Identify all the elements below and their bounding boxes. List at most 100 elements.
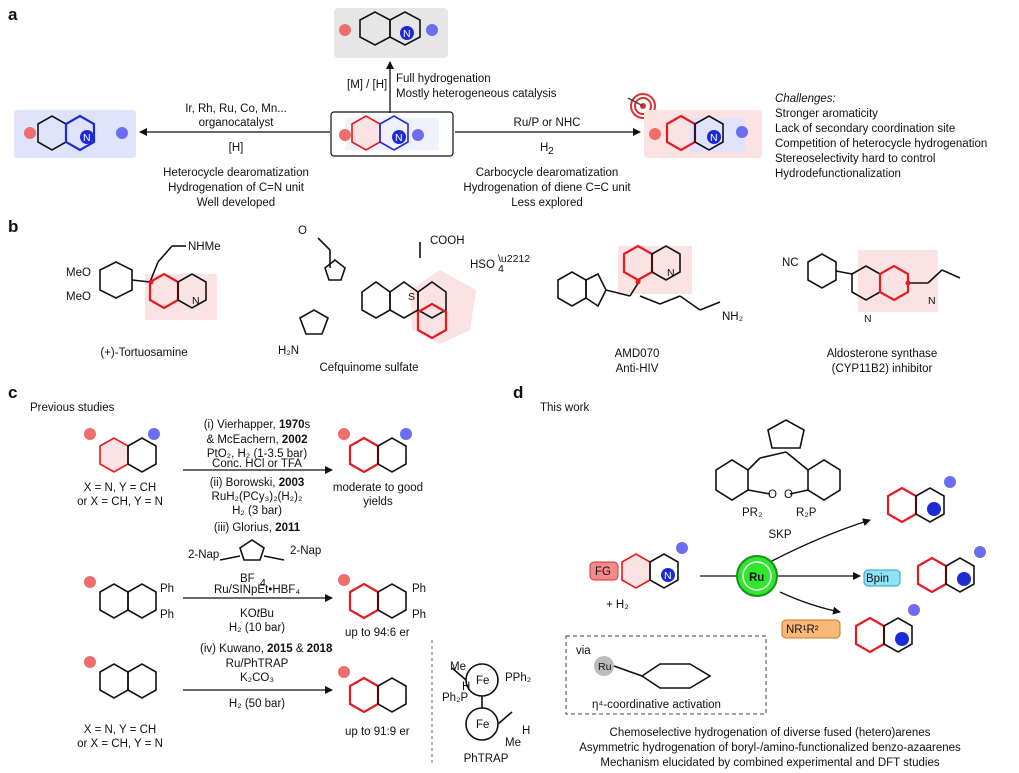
top-condition: [M] / [H] bbox=[347, 79, 387, 91]
eta4-complex bbox=[594, 656, 712, 689]
right-desc-2: Hydrogenation of diene C=C unit bbox=[463, 182, 631, 194]
right-desc-1: Carbocycle dearomatization bbox=[476, 167, 619, 179]
nh2-label: NH₂ bbox=[722, 311, 743, 323]
challenge-2: Lack of secondary coordination site bbox=[775, 123, 955, 135]
product-d2-bpin bbox=[863, 546, 986, 594]
panel-label-b: b bbox=[8, 217, 18, 236]
er-row2: up to 94:6 er bbox=[345, 627, 410, 639]
phtrap-name: PhTRAP bbox=[464, 753, 509, 765]
svg-text:\u2212: \u2212 bbox=[498, 253, 530, 265]
eta4-activation: η⁴-coordinative activation bbox=[592, 699, 721, 711]
cond1-author3: (ii) Borowski, bbox=[210, 477, 279, 489]
bpin-label: Bpin bbox=[866, 573, 889, 585]
svg-text:(iii) Glorius, 2011: (iii) Glorius, 2011 bbox=[214, 522, 301, 534]
product-row1 bbox=[338, 428, 412, 474]
ph-sub-2: Ph bbox=[160, 609, 174, 621]
cond1-author2: & McEachern, bbox=[206, 434, 281, 446]
previous-studies-label: Previous studies bbox=[30, 402, 115, 414]
product-d3-amine bbox=[781, 604, 920, 654]
cond3-catalyst: Ru/PhTRAP bbox=[226, 658, 289, 670]
cond1-reagent: PtO₂, H₂ (1-3.5 bar) bbox=[207, 448, 307, 460]
substrate-row3 bbox=[84, 656, 157, 699]
n-atom-amd: N bbox=[667, 267, 675, 279]
nr-label: NR¹R² bbox=[786, 624, 819, 636]
via-label: via bbox=[576, 645, 591, 657]
nhme-label: NHMe bbox=[188, 241, 221, 253]
svg-text:4: 4 bbox=[498, 263, 504, 275]
nc-label: NC bbox=[782, 257, 799, 269]
h-label-1: H bbox=[462, 681, 470, 693]
s-atom: S bbox=[408, 291, 415, 303]
cond1-catalyst: RuH₂(PCy₃)₂(H₂)₂ bbox=[212, 491, 303, 503]
hso4-label: HSO bbox=[470, 259, 495, 271]
o-skp-1: O bbox=[768, 489, 777, 501]
h2n-label: H₂N bbox=[278, 345, 299, 357]
molecule-note-cyp11b2: (CYP11B2) inhibitor bbox=[832, 363, 933, 375]
left-reagent: [H] bbox=[229, 142, 244, 154]
cond3-author: (iv) Kuwano, bbox=[200, 643, 267, 655]
substrate-row2 bbox=[84, 576, 157, 619]
tortuosamine-structure: NHMe MeO MeO N bbox=[66, 241, 221, 320]
ph2p-label: Ph₂P bbox=[442, 692, 469, 704]
plus-h2: + H₂ bbox=[606, 599, 629, 611]
left-cond-1: Ir, Rh, Ru, Co, Mn... bbox=[185, 103, 287, 115]
ph-prod-2: Ph bbox=[412, 609, 426, 621]
cond2-pressure: H₂ (10 bar) bbox=[229, 622, 285, 634]
cond1-suffix: s bbox=[305, 419, 311, 431]
n-atom: N bbox=[192, 295, 200, 307]
cond1-year2: 2002 bbox=[282, 434, 308, 446]
meo-label-1: MeO bbox=[66, 267, 91, 279]
left-desc-1: Heterocycle dearomatization bbox=[163, 167, 309, 179]
top-desc-1: Full hydrogenation bbox=[396, 73, 491, 85]
cond2-base-c: Bu bbox=[260, 608, 274, 620]
svg-text:2: 2 bbox=[548, 145, 554, 157]
cond1-year3: 2003 bbox=[279, 477, 305, 489]
product-row2 bbox=[338, 574, 407, 620]
skp-ligand: O O PR₂ R₂P bbox=[715, 419, 841, 519]
summary-3: Mechanism elucidated by combined experim… bbox=[600, 757, 939, 769]
ru-small: Ru bbox=[598, 661, 612, 673]
mechanism-box bbox=[565, 635, 767, 715]
ru-label: Ru bbox=[749, 572, 764, 584]
nap-right: 2-Nap bbox=[290, 545, 321, 557]
svg-text:(ii) Borowski, 2003: (ii) Borowski, 2003 bbox=[210, 477, 305, 489]
challenge-1: Stronger aromaticity bbox=[775, 108, 878, 120]
cond1-author1: (i) Vierhapper, bbox=[204, 419, 279, 431]
cond3-year2: 2018 bbox=[307, 643, 333, 655]
hn-label: N bbox=[928, 295, 936, 307]
molecule-note-antihiv: Anti-HIV bbox=[616, 363, 659, 375]
pr2-right: R₂P bbox=[796, 507, 817, 519]
cond3-pressure: H₂ (50 bar) bbox=[229, 698, 285, 710]
challenges-title: Challenges: bbox=[775, 93, 836, 105]
carbocycle-reduced-product: N bbox=[644, 110, 762, 158]
ru-catalyst-icon bbox=[736, 555, 778, 597]
svg-text:N: N bbox=[395, 132, 403, 144]
cefquinome-structure: O COOH HSO 4 \u2212 H₂N S bbox=[278, 225, 530, 357]
left-desc-3: Well developed bbox=[197, 197, 275, 209]
o-atom: O bbox=[298, 225, 307, 237]
product-d1 bbox=[886, 476, 956, 524]
summary-2: Asymmetric hydrogenation of boryl-/amino… bbox=[579, 742, 961, 754]
h-label-2: H bbox=[522, 725, 530, 737]
molecule-name-tortuosamine: (+)-Tortuosamine bbox=[100, 347, 187, 359]
xy-row3-b: or X = CH, Y = N bbox=[77, 738, 163, 750]
aldosterone-inhibitor-structure: NC N N bbox=[782, 250, 961, 325]
meo-label-2: MeO bbox=[66, 291, 91, 303]
xy-row1-a: X = N, Y = CH bbox=[84, 482, 156, 494]
svg-text:(iv) Kuwano, 2015 & 2018: (iv) Kuwano, 2015 & 2018 bbox=[200, 643, 333, 655]
cond2-author: (iii) Glorius, bbox=[214, 522, 275, 534]
fg-label: FG bbox=[595, 566, 611, 578]
n-atom-aldo: N bbox=[864, 313, 872, 325]
svg-text:(i) Vierhapper, 1970s: (i) Vierhapper, 1970s bbox=[204, 419, 311, 431]
fe-top: Fe bbox=[476, 675, 489, 687]
molecule-name-cefquinome: Cefquinome sulfate bbox=[319, 362, 418, 374]
cond2-catalyst: Ru/SINpEt•HBF₄ bbox=[214, 584, 300, 596]
this-work-label: This work bbox=[540, 402, 589, 414]
svg-text:KOtBu: KOtBu bbox=[240, 608, 274, 620]
svg-text:N: N bbox=[710, 132, 718, 144]
right-reagent: H bbox=[540, 142, 548, 154]
top-desc-2: Mostly heterogeneous catalysis bbox=[396, 88, 557, 100]
cond2-base-a: KO bbox=[240, 608, 257, 620]
fg-substrate bbox=[589, 542, 688, 589]
